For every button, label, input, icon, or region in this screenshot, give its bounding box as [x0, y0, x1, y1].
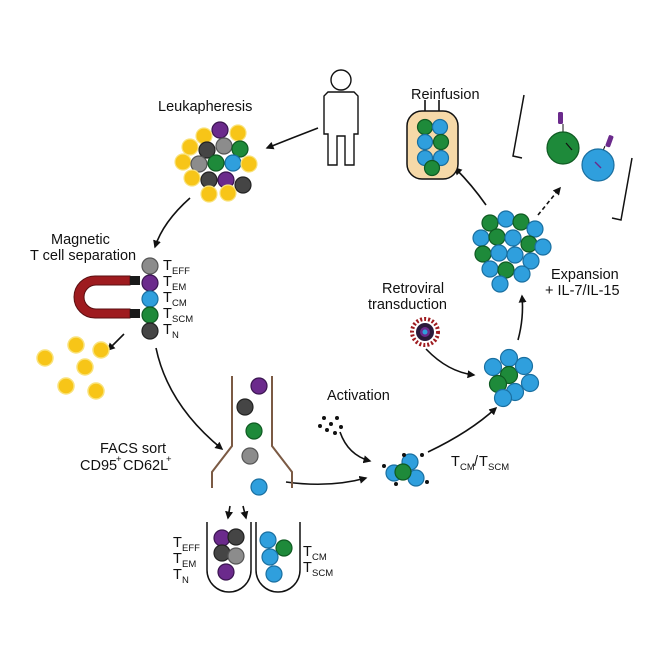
- arrow-expansion-to-reinfusion: [453, 166, 487, 206]
- separation-column-cells: [141, 257, 159, 340]
- arrow-activation-to-expansion-cluster: [427, 406, 498, 453]
- activated-cell-cluster: [382, 453, 429, 487]
- facs-tube-cells: [236, 377, 268, 496]
- teff-sub: EFF: [172, 266, 190, 277]
- activation-beads: [318, 416, 343, 435]
- reinfusion-bag-icon: [406, 100, 459, 180]
- arrow-cluster-to-expansion: [517, 294, 527, 341]
- tscm-t: T: [479, 454, 488, 470]
- teff-t: T: [163, 258, 172, 274]
- collection-tube-right: [255, 522, 301, 593]
- tscm-sub: SCM: [488, 462, 509, 473]
- right-tcm-sub: CM: [312, 552, 327, 563]
- tcm-slash: /: [474, 454, 479, 470]
- right-tscm-t: T: [303, 560, 312, 576]
- right-tube-subset-labels: T CM T SCM: [303, 544, 333, 579]
- retrovirus-icon: [410, 317, 440, 347]
- facs-label-line1: FACS sort: [100, 441, 166, 457]
- left-tem-t: T: [173, 551, 182, 567]
- tn-sub-label: N: [172, 330, 179, 341]
- tem-t: T: [163, 274, 172, 290]
- left-tn-t: T: [173, 567, 182, 583]
- tscm-t-label: T: [163, 306, 172, 322]
- right-tcm-t: T: [303, 544, 312, 560]
- expansion-label-line1: Expansion: [551, 267, 619, 283]
- arrow-separation-to-discard: [106, 333, 125, 352]
- facs-markers-label: CD95 + CD62L +: [80, 454, 172, 474]
- left-teff-t: T: [173, 535, 182, 551]
- left-tem-sub: EM: [182, 559, 196, 570]
- transduced-cell-cluster: [483, 348, 540, 408]
- left-teff-sub: EFF: [182, 543, 200, 554]
- facs-marker2-sup: +: [166, 454, 172, 465]
- collection-tube-left: [206, 522, 252, 593]
- arrow-leukapheresis-to-separation: [153, 197, 191, 249]
- magnetic-label-line2: T cell separation: [30, 248, 136, 264]
- left-tube-subset-labels: T EFF T EM T N: [173, 535, 200, 586]
- magnetic-label-line1: Magnetic: [51, 232, 110, 248]
- zoom-bracket: [512, 94, 633, 221]
- arrow-expansion-to-zoom: [537, 186, 561, 216]
- leukapheresis-cell-mix: [174, 121, 258, 203]
- arrow-facs-to-activation: [285, 475, 368, 486]
- arrow-separation-to-facs: [155, 347, 224, 450]
- magnet-icon: [73, 275, 140, 319]
- cycle-arrows: [106, 127, 561, 520]
- receptor-cells: [546, 112, 615, 182]
- arrow-beads-to-activation: [339, 431, 372, 464]
- separation-subset-labels: T EFF T EM T CM T SCM T N: [163, 258, 193, 341]
- tscm-sub-label: SCM: [172, 314, 193, 325]
- tcm-t: T: [451, 454, 460, 470]
- arrow-patient-to-leukapheresis: [265, 127, 319, 150]
- left-tn-sub: N: [182, 575, 189, 586]
- tcm-t-label: T: [163, 290, 172, 306]
- arrow-tube-to-left-tube: [225, 505, 234, 520]
- arrow-tube-to-right-tube: [240, 505, 249, 520]
- tcm-sub: CM: [460, 462, 475, 473]
- expansion-label-line2: + IL-7/IL-15: [545, 283, 620, 299]
- expansion-cell-cluster: [472, 210, 552, 293]
- facs-tube: [211, 376, 293, 488]
- facs-marker1: CD95: [80, 458, 117, 474]
- right-tscm-sub: SCM: [312, 568, 333, 579]
- arrow-virus-to-cluster: [425, 348, 476, 379]
- retroviral-label-line1: Retroviral: [382, 281, 444, 297]
- facs-marker1-sup: +: [116, 454, 122, 465]
- patient-figure-icon: [323, 69, 359, 166]
- leukapheresis-label: Leukapheresis: [158, 99, 252, 115]
- tem-sub: EM: [172, 282, 186, 293]
- activation-label: Activation: [327, 388, 390, 404]
- retroviral-label-line2: transduction: [368, 297, 447, 313]
- discarded-cells: [36, 336, 110, 400]
- tcm-tscm-label: T CM / T SCM: [451, 454, 509, 473]
- reinfusion-label: Reinfusion: [411, 87, 480, 103]
- tcm-sub-label: CM: [172, 298, 187, 309]
- facs-marker2: CD62L: [123, 458, 168, 474]
- tn-t-label: T: [163, 322, 172, 338]
